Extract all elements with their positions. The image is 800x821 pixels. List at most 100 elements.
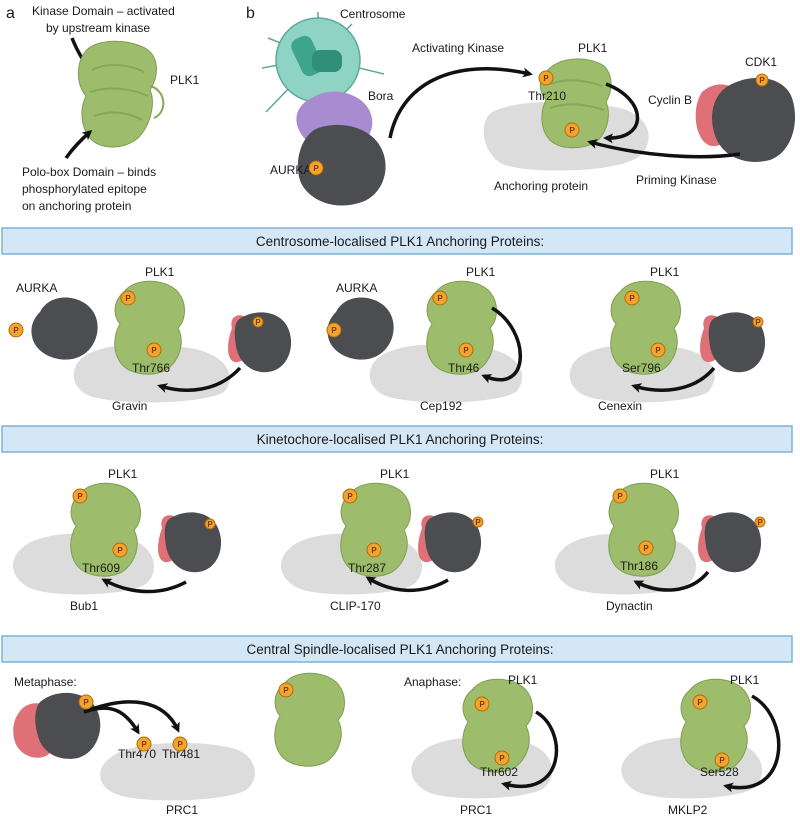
svg-text:P: P (475, 518, 481, 527)
panel-c-item-3 (569, 280, 766, 403)
phospho-site-icon: P (752, 316, 764, 328)
phospho-site-icon: P (755, 73, 769, 87)
panel-e-header-box (1, 635, 793, 663)
phospho-site-icon: P (458, 342, 474, 358)
plk1-label-e3: PLK1 (730, 673, 760, 687)
plk1-label-c3: PLK1 (650, 265, 680, 279)
phospho-site-icon: P (624, 290, 640, 306)
phospho-site-icon: P (650, 342, 666, 358)
phospho-site-icon: P (72, 488, 88, 504)
svg-text:P: P (617, 492, 623, 501)
phospho-site-icon: P (252, 316, 264, 328)
svg-text:P: P (629, 294, 635, 303)
phospho-site-icon: P (754, 516, 766, 528)
phospho-site-icon: P (172, 736, 188, 752)
anaphase-label: Anaphase: (404, 675, 461, 689)
phospho-site-icon: P (494, 750, 510, 766)
svg-text:P: P (643, 544, 649, 553)
svg-text:P: P (255, 318, 261, 327)
phospho-site-icon: P (8, 322, 24, 338)
priming-kinase-arrow (587, 139, 741, 159)
svg-text:P: P (207, 520, 213, 529)
site-label-e1b: Thr481 (162, 747, 200, 761)
svg-text:P: P (313, 164, 319, 173)
panel-d-item-3 (554, 482, 762, 595)
cdk1-label: CDK1 (745, 55, 777, 69)
aurka-label-c1: AURKA (16, 281, 57, 295)
svg-text:P: P (437, 294, 443, 303)
phospho-site-icon: P (692, 694, 708, 710)
anchor-label-e3: MKLP2 (668, 803, 708, 817)
phospho-site-icon: P (112, 542, 128, 558)
polo-box-arrow (64, 130, 93, 160)
anchor-prc1-metaphase (100, 742, 255, 801)
aurka-label-c2: AURKA (336, 281, 377, 295)
cdk1-d3 (704, 512, 762, 573)
anchor-label-d1: Bub1 (70, 599, 98, 613)
svg-text:P: P (757, 518, 763, 527)
autophosphorylation-arrow-b (603, 82, 640, 144)
site-label-d1: Thr609 (82, 561, 120, 575)
anchor-label-c2: Cep192 (420, 399, 462, 413)
aurka-protein-c1 (31, 297, 98, 360)
phospho-site-icon: P (308, 160, 324, 176)
bora-label: Bora (368, 89, 394, 103)
priming-arrow-d2 (365, 576, 449, 592)
svg-text:P: P (543, 74, 549, 83)
cdk1-e1 (35, 692, 101, 759)
panel-b-letter: b (246, 5, 255, 22)
thr210-label: Thr210 (528, 89, 566, 103)
svg-text:P: P (463, 346, 469, 355)
plk1-label-a: PLK1 (170, 73, 200, 87)
panel-d-item-2 (280, 482, 482, 595)
phospho-site-icon: P (204, 518, 216, 530)
site-label-d2: Thr287 (348, 561, 386, 575)
svg-text:P: P (77, 492, 83, 501)
centrosome (261, 12, 385, 113)
svg-text:P: P (371, 546, 377, 555)
plk1-label-d3: PLK1 (650, 467, 680, 481)
polo-box-label-line3: on anchoring protein (22, 199, 131, 213)
phospho-site-icon: P (564, 122, 580, 138)
phospho-site-icon: P (136, 736, 152, 752)
phospho-site-icon: P (638, 540, 654, 556)
phospho-site-icon: P (120, 290, 136, 306)
priming-kinase-label: Priming Kinase (636, 173, 717, 187)
kinase-domain-label-line1: Kinase Domain – activated (32, 4, 175, 18)
phospho-site-icon: P (342, 488, 358, 504)
svg-text:P: P (117, 546, 123, 555)
kinase-domain-label-line2: by upstream kinase (46, 21, 150, 35)
svg-text:P: P (755, 318, 761, 327)
cdk1-protein (712, 77, 796, 162)
priming-arrow-d3 (633, 570, 710, 592)
svg-text:P: P (499, 754, 505, 763)
plk1-protein-e-free (274, 672, 345, 767)
panel-c-header: Centrosome-localised PLK1 Anchoring Prot… (256, 234, 544, 249)
panel-d-item-1 (12, 482, 222, 595)
autophosphorylation-arrow-e2 (501, 710, 559, 791)
phospho-site-icon: P (146, 342, 162, 358)
priming-arrow-d1 (101, 578, 187, 594)
cdk1-d2 (424, 512, 482, 573)
panel-d-header-box (1, 425, 793, 453)
svg-text:P: P (151, 346, 157, 355)
site-label-c3: Ser796 (622, 361, 661, 375)
svg-text:P: P (719, 756, 725, 765)
aurka-protein-c2 (327, 297, 394, 360)
plk1-protein-d2 (340, 482, 411, 577)
site-label-e2: Thr602 (480, 765, 518, 779)
site-label-d3: Thr186 (620, 559, 658, 573)
priming-arrow-c1 (157, 366, 242, 393)
svg-text:P: P (479, 700, 485, 709)
panel-c-item-2 (327, 280, 523, 403)
aurka-protein-b (297, 124, 386, 206)
svg-text:P: P (13, 326, 19, 335)
panel-d-header: Kinetochore-localised PLK1 Anchoring Pro… (257, 432, 544, 447)
phospho-site-icon: P (474, 696, 490, 712)
anchor-label-e2: PRC1 (460, 803, 492, 817)
priming-arrow-c3 (631, 366, 716, 393)
plk1-protein-d3 (608, 482, 679, 577)
plk1-label-d1: PLK1 (108, 467, 138, 481)
plk1-label-c1: PLK1 (145, 265, 175, 279)
